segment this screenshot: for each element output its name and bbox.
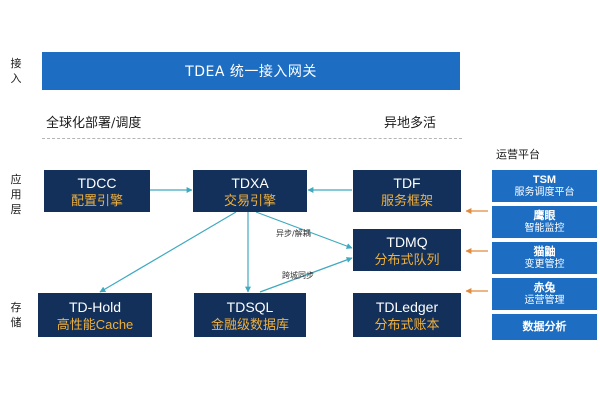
service-desc-tdxa: 交易引擎 bbox=[223, 192, 276, 208]
ops-item-eagle-eye: 鹰眼 智能监控 bbox=[492, 206, 597, 238]
service-desc-tdmq: 分布式队列 bbox=[374, 251, 440, 267]
ops-item-desc: 服务调度平台 bbox=[514, 186, 575, 198]
ops-item-name: 鹰眼 bbox=[533, 209, 556, 222]
ops-item-name: 猫鼬 bbox=[533, 245, 556, 258]
service-box-tdcc: TDCC 配置引擎 bbox=[44, 170, 150, 212]
note-multi-site-active: 异地多活 bbox=[384, 116, 437, 131]
service-name-tdxa: TDXA bbox=[231, 174, 269, 191]
service-box-tdledger: TDLedger 分布式账本 bbox=[353, 293, 461, 337]
edge-tdxa-tdhold bbox=[99, 211, 237, 293]
ops-item-desc: 变更管控 bbox=[524, 258, 565, 270]
edge-label-async: 异步/解耦 bbox=[276, 228, 311, 238]
section-divider bbox=[42, 138, 462, 139]
service-desc-tdcc: 配置引擎 bbox=[70, 192, 123, 208]
service-desc-tdhold: 高性能Cache bbox=[56, 316, 134, 332]
ops-item-desc: 智能监控 bbox=[524, 222, 565, 234]
ops-item-data-analysis: 数据分析 bbox=[492, 314, 597, 340]
service-box-tdmq: TDMQ 分布式队列 bbox=[353, 229, 461, 271]
service-name-tdledger: TDLedger bbox=[375, 298, 439, 315]
ops-item-red-hare: 赤兔 运营管理 bbox=[492, 278, 597, 310]
edge-tdxa-tdmq bbox=[255, 211, 353, 249]
service-box-tdxa: TDXA 交易引擎 bbox=[193, 170, 307, 212]
edge-label-sync: 跨城同步 bbox=[282, 271, 314, 280]
service-name-tdmq: TDMQ bbox=[386, 233, 428, 250]
ops-item-name: 赤兔 bbox=[533, 281, 556, 294]
service-desc-tdf: 服务框架 bbox=[380, 192, 433, 208]
edge-tdsql-tdmq bbox=[259, 257, 353, 293]
note-global-deployment: 全球化部署/调度 bbox=[46, 116, 142, 131]
ops-platform-header: 运营平台 bbox=[496, 148, 540, 161]
service-name-tdcc: TDCC bbox=[77, 174, 117, 191]
service-box-tdf: TDF 服务框架 bbox=[353, 170, 461, 212]
gateway-banner: TDEA 统一接入网关 bbox=[42, 52, 460, 90]
service-desc-tdledger: 分布式账本 bbox=[374, 316, 440, 332]
ops-item-mongoose: 猫鼬 变更管控 bbox=[492, 242, 597, 274]
ops-item-desc: 运营管理 bbox=[524, 294, 565, 306]
service-box-tdsql: TDSQL 金融级数据库 bbox=[194, 293, 306, 337]
layer-label-access: 接 入 bbox=[10, 57, 22, 85]
ops-item-name: TSM bbox=[532, 173, 557, 186]
service-box-tdhold: TD-Hold 高性能Cache bbox=[38, 293, 152, 337]
service-name-tdhold: TD-Hold bbox=[68, 298, 122, 315]
service-name-tdf: TDF bbox=[393, 174, 421, 191]
service-name-tdsql: TDSQL bbox=[226, 298, 274, 315]
ops-item-name: 数据分析 bbox=[522, 320, 567, 333]
service-desc-tdsql: 金融级数据库 bbox=[210, 316, 289, 332]
layer-label-application: 应 用 层 bbox=[10, 173, 22, 216]
ops-item-tsm: TSM 服务调度平台 bbox=[492, 170, 597, 202]
layer-label-storage: 存 储 bbox=[10, 301, 22, 329]
